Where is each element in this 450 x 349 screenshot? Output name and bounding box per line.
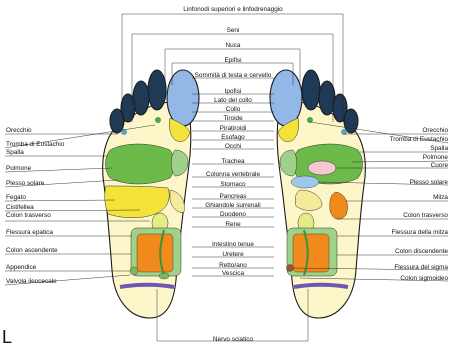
label-colonna: Colonna vertebrale: [173, 171, 293, 178]
right-label-tromba: Tromba di Eustachio: [390, 136, 448, 143]
right-label-plesso: Plesso solare: [410, 179, 448, 186]
label-nervo-sciatico: Nervo sciatico: [173, 336, 293, 343]
label-linfonodi: Linfonodi superiori e linfodrenaggio: [173, 6, 293, 13]
left-label-valvola: Valvola ileocecale: [6, 278, 57, 285]
label-sommita: Sommità di testa e cervello: [173, 72, 293, 79]
left-label-cistifellea: Cistifellea: [6, 204, 34, 211]
right-label-orecchio: Orecchio: [422, 127, 448, 134]
right-solar-plexus: [291, 176, 319, 188]
label-occhi: Occhi: [173, 143, 293, 150]
right-label-colon-sigmoideo: Colon sigmoideo: [400, 275, 448, 282]
left-label-polmone: Polmone: [6, 165, 31, 172]
left-appendix-point: [130, 267, 138, 275]
left-label-spalla: Spalla: [6, 149, 24, 156]
left-intestine-zone: [137, 234, 173, 272]
right-label-cuore: Cuore: [431, 162, 448, 169]
label-retto: Retto/ano: [173, 262, 293, 269]
left-bladder-zone: [159, 273, 169, 279]
sciatic-bracket: [157, 289, 308, 341]
label-rene: Rene: [173, 221, 293, 228]
label-intestino: Intestino tenue: [173, 241, 293, 248]
left-toe-2: [148, 70, 166, 110]
label-nuca: Nuca: [173, 42, 293, 49]
left-label-fegato: Fegato: [6, 194, 26, 201]
label-ipofisi: Ipofisi: [173, 88, 293, 95]
label-duodeno: Duodeno: [173, 211, 293, 218]
left-label-orecchio: Orecchio: [6, 127, 32, 134]
left-lung-zone: [106, 144, 175, 184]
right-label-colon-trasverso: Colon trasverso: [403, 212, 448, 219]
label-esofago: Esofago: [173, 134, 293, 141]
left-label-appendice: Appendice: [6, 264, 36, 271]
label-lato-collo: Lato del collo: [173, 97, 293, 104]
label-vescica: Vescica: [173, 270, 293, 277]
right-label-polmone: Polmone: [423, 154, 448, 161]
label-stomaco: Stomaco: [173, 181, 293, 188]
label-uretere: Uretere: [173, 251, 293, 258]
right-heart-zone: [308, 161, 336, 175]
right-intestine-zone: [293, 234, 329, 272]
left-label-plesso: Plesso solare: [6, 180, 44, 187]
right-sciatic-zone: [294, 285, 348, 287]
right-toe-5: [344, 109, 358, 133]
label-pancreas: Pancreas: [173, 193, 293, 200]
corner-mark: L: [2, 327, 12, 347]
right-label-spalla: Spalla: [430, 145, 448, 152]
left-label-tromba: Tromba di Eustachio: [6, 141, 64, 148]
label-collo: Collo: [173, 106, 293, 113]
label-seni: Seni: [173, 27, 293, 34]
label-paratiroidi: Piratiroidi: [173, 125, 293, 132]
left-label-flessura-epatica: Flessura epatica: [6, 229, 53, 236]
right-toe-2: [302, 70, 320, 110]
label-epifisi: Epifisi: [173, 57, 293, 64]
right-label-flessura-sigma: Flessura del sigma: [394, 264, 448, 271]
right-label-milza: Milza: [433, 194, 448, 201]
label-trachea: Trachea: [173, 158, 293, 165]
label-ghiandole: Ghiandole surrenali: [173, 202, 293, 209]
left-label-colon-trasverso: Colon trasverso: [6, 212, 51, 219]
label-tiroide: Tiroide: [173, 115, 293, 122]
left-label-colon-ascendente: Colon ascendente: [6, 247, 58, 254]
left-eustachio-point: [155, 117, 161, 123]
right-label-colon-discendente: Colon discendente: [395, 248, 448, 255]
right-label-flessura-milza: Flessura della milza: [392, 229, 448, 236]
left-sciatic-zone: [120, 285, 174, 287]
